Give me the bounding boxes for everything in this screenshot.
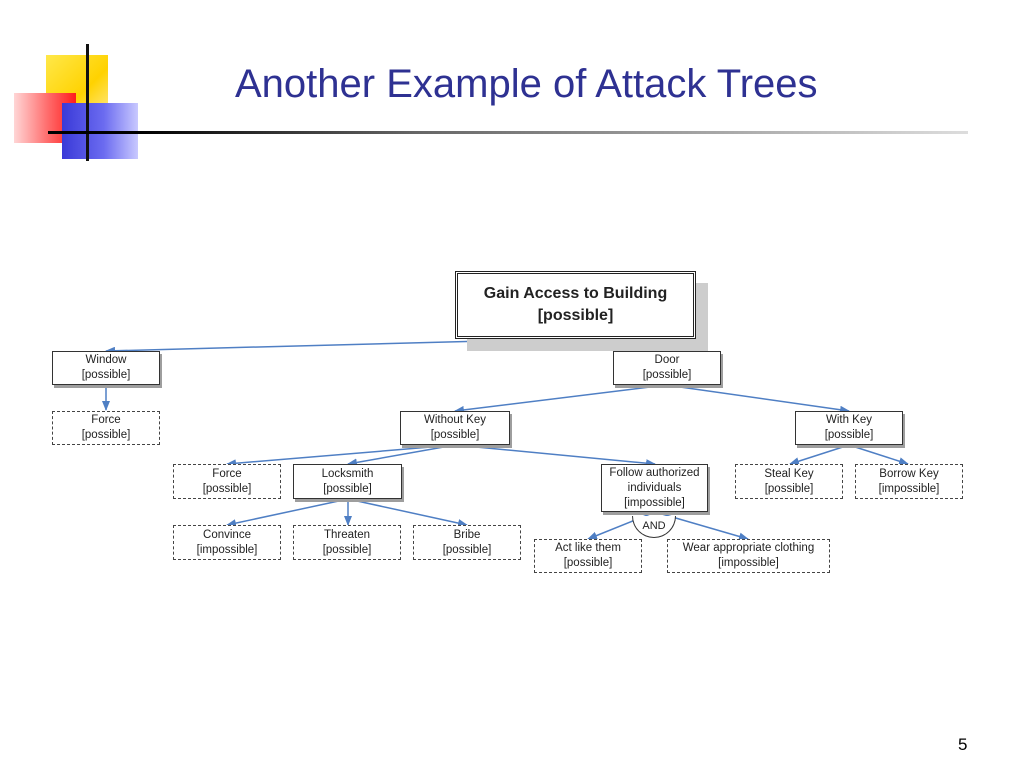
page-number: 5 (958, 735, 968, 754)
node-bribe: Bribe [possible] (413, 525, 521, 560)
title-rule (48, 131, 968, 134)
node-title: Act like them (555, 542, 621, 554)
node-without-key: Without Key [possible] (400, 411, 510, 445)
edge-root-door (559, 338, 667, 354)
edge-root-window (105, 338, 561, 355)
node-title: Steal Key (764, 467, 814, 480)
node-door: Door [possible] (613, 351, 721, 385)
node-status: [possible] (202, 482, 252, 495)
node-status: [possible] (442, 543, 492, 556)
edge-withkey-borrowkey (848, 444, 909, 466)
node-title: Window (85, 354, 127, 366)
node-title: With Key (825, 414, 872, 426)
node-title: Door (654, 354, 680, 366)
node-title: Without Key (424, 414, 486, 426)
node-title: Threaten (323, 528, 371, 541)
node-locksmith: Locksmith [possible] (293, 464, 402, 499)
edge-withoutkey-follow (454, 444, 656, 468)
node-title: Wear appropriate clothing (682, 542, 815, 554)
node-door-force: Force [possible] (173, 464, 281, 499)
node-status: [possible] (81, 369, 131, 381)
node-status: [possible] (322, 543, 372, 556)
node-status: [impossible] (196, 543, 258, 556)
node-status: [possible] (764, 482, 814, 495)
node-status: [impossible] (624, 496, 685, 509)
edge-locksmith-convince (226, 498, 349, 528)
edge-door-withkey (665, 384, 850, 414)
node-wear-appropriate-clothing: Wear appropriate clothing [impossible] (667, 539, 830, 573)
node-title: Bribe (453, 528, 481, 541)
node-title: Force (91, 414, 121, 426)
node-with-key: With Key [possible] (795, 411, 903, 445)
node-status: [possible] (824, 429, 874, 441)
node-title: Force (212, 467, 242, 480)
node-status: [possible] (642, 369, 692, 381)
edge-withoutkey-locksmith (347, 444, 456, 467)
node-title-line2: individuals (627, 481, 682, 494)
edge-door-withoutkey (454, 384, 667, 414)
node-title: Locksmith (321, 467, 374, 480)
slide-title: Another Example of Attack Trees (235, 62, 818, 106)
edge-withoutkey-force (226, 444, 456, 468)
node-status: [possible] (537, 307, 614, 324)
node-status: [impossible] (878, 482, 940, 495)
node-follow-authorized-individuals: Follow authorized individuals [impossibl… (601, 464, 708, 512)
node-convince: Convince [impossible] (173, 525, 281, 560)
node-title: Gain Access to Building (483, 285, 668, 302)
node-title-line1: Follow authorized (609, 466, 700, 479)
node-window: Window [possible] (52, 351, 160, 385)
node-status: [possible] (430, 429, 480, 441)
node-status: [possible] (323, 482, 372, 495)
node-window-force: Force [possible] (52, 411, 160, 445)
node-status: [possible] (81, 429, 131, 441)
node-gain-access-to-building: Gain Access to Building [possible] (455, 271, 696, 339)
node-threaten: Threaten [possible] (293, 525, 401, 560)
node-status: [possible] (563, 557, 613, 569)
node-steal-key: Steal Key [possible] (735, 464, 843, 499)
node-title: Borrow Key (879, 467, 939, 480)
node-borrow-key: Borrow Key [impossible] (855, 464, 963, 499)
node-title: Convince (203, 528, 251, 541)
edge-withkey-stealkey (789, 444, 850, 466)
edge-locksmith-bribe (347, 498, 468, 527)
node-status: [impossible] (718, 557, 779, 569)
node-act-like-them: Act like them [possible] (534, 539, 642, 573)
logo-vertical-line (86, 44, 89, 161)
